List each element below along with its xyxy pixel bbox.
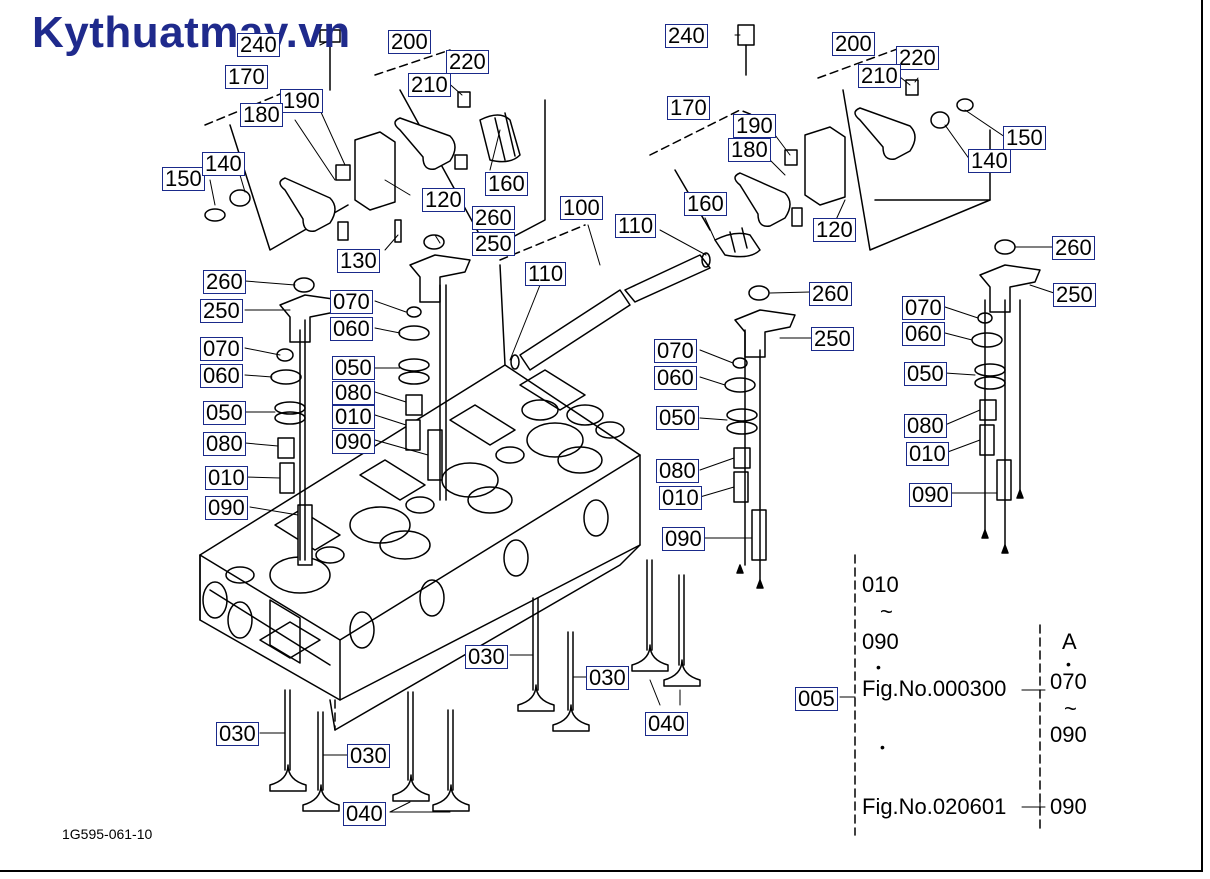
valves: [269, 559, 701, 812]
part-callout-060-mid[interactable]: 060: [654, 366, 697, 390]
arrow-marks: [736, 489, 1024, 589]
note-dot-b: •: [880, 739, 885, 755]
part-callout-200[interactable]: 200: [388, 30, 431, 54]
part-callout-050-b[interactable]: 050: [203, 401, 246, 425]
part-callout-150[interactable]: 150: [162, 167, 205, 191]
part-callout-050[interactable]: 050: [332, 356, 375, 380]
part-callout-260[interactable]: 260: [472, 206, 515, 230]
part-callout-070-right[interactable]: 070: [902, 296, 945, 320]
note-a-label: A: [1062, 629, 1077, 654]
part-callout-070-b[interactable]: 070: [200, 337, 243, 361]
part-callout-240-right[interactable]: 240: [665, 24, 708, 48]
part-callout-210-right[interactable]: 210: [858, 64, 901, 88]
part-callout-120[interactable]: 120: [422, 188, 465, 212]
note-last: 090: [1050, 794, 1087, 819]
part-callout-080[interactable]: 080: [332, 381, 375, 405]
part-callout-250-mid[interactable]: 250: [811, 327, 854, 351]
part-callout-130[interactable]: 130: [337, 249, 380, 273]
note-range-from: 010: [862, 572, 899, 597]
note-range-to: 090: [862, 629, 899, 654]
part-callout-120-right[interactable]: 120: [813, 218, 856, 242]
part-callout-050-right[interactable]: 050: [904, 362, 947, 386]
part-callout-010[interactable]: 010: [332, 405, 375, 429]
part-callout-150-right[interactable]: 150: [1003, 126, 1046, 150]
part-callout-080-mid[interactable]: 080: [656, 459, 699, 483]
rocker-arms-right: [714, 24, 974, 258]
part-callout-030-center[interactable]: 030: [465, 645, 508, 669]
part-callout-200-right[interactable]: 200: [832, 32, 875, 56]
part-callout-140-right[interactable]: 140: [968, 149, 1011, 173]
part-callout-090-right[interactable]: 090: [909, 483, 952, 507]
note-a-tilde: ~: [1064, 696, 1077, 721]
part-callout-260-right[interactable]: 260: [1052, 236, 1095, 260]
part-callout-100[interactable]: 100: [560, 196, 603, 220]
part-callout-190-right[interactable]: 190: [733, 114, 776, 138]
watermark-logo: Kythuatmay.vn: [32, 8, 351, 57]
part-callout-180-right[interactable]: 180: [728, 138, 771, 162]
drawing-code: 1G595-061-10: [62, 826, 153, 842]
part-callout-260-mid[interactable]: 260: [809, 282, 852, 306]
note-a-dot: •: [1066, 656, 1071, 672]
part-callout-040-left[interactable]: 040: [343, 802, 386, 826]
part-callout-160[interactable]: 160: [485, 172, 528, 196]
part-callout-240[interactable]: 240: [237, 33, 280, 57]
note-tilde: ~: [880, 599, 893, 624]
part-callout-140[interactable]: 140: [202, 152, 245, 176]
part-callout-210[interactable]: 210: [408, 73, 451, 97]
part-callout-030-left[interactable]: 030: [216, 722, 259, 746]
part-callout-190[interactable]: 190: [280, 89, 323, 113]
part-callout-080-right[interactable]: 080: [904, 414, 947, 438]
cylinder-head-block: [199, 364, 641, 731]
part-callout-030-center-b[interactable]: 030: [586, 666, 629, 690]
part-callout-040-center[interactable]: 040: [645, 712, 688, 736]
part-callout-260-b[interactable]: 260: [203, 270, 246, 294]
leader-lines: [209, 34, 1055, 816]
part-callout-170-right[interactable]: 170: [667, 96, 710, 120]
part-callout-010-b[interactable]: 010: [205, 466, 248, 490]
part-callout-170[interactable]: 170: [225, 65, 268, 89]
part-callout-030-left-b[interactable]: 030: [347, 744, 390, 768]
part-callout-250-b[interactable]: 250: [200, 299, 243, 323]
note-a-from: 070: [1050, 669, 1087, 694]
part-callout-110-b[interactable]: 110: [525, 262, 567, 286]
part-callout-080-b[interactable]: 080: [203, 432, 246, 456]
part-callout-180[interactable]: 180: [240, 103, 283, 127]
part-callout-220[interactable]: 220: [446, 50, 489, 74]
part-callout-060-b[interactable]: 060: [200, 364, 243, 388]
note-fig-020601: Fig.No.020601: [862, 794, 1007, 819]
part-callout-060[interactable]: 060: [330, 317, 373, 341]
part-callout-010-right[interactable]: 010: [906, 442, 949, 466]
part-callout-220-right[interactable]: 220: [896, 46, 939, 70]
rocker-shafts: [510, 252, 711, 371]
note-dot: •: [876, 659, 881, 675]
part-callout-050-mid[interactable]: 050: [656, 406, 699, 430]
part-callout-090[interactable]: 090: [332, 430, 375, 454]
part-callout-060-right[interactable]: 060: [902, 322, 945, 346]
part-callout-250-right[interactable]: 250: [1053, 283, 1096, 307]
note-a-to: 090: [1050, 722, 1087, 747]
part-callout-070[interactable]: 070: [330, 290, 373, 314]
part-callout-070-mid[interactable]: 070: [654, 339, 697, 363]
part-callout-250[interactable]: 250: [472, 232, 515, 256]
note-fig-000300: Fig.No.000300: [862, 676, 1007, 701]
part-callout-160-right[interactable]: 160: [684, 192, 727, 216]
part-callout-090-mid[interactable]: 090: [662, 527, 705, 551]
part-callout-010-mid[interactable]: 010: [659, 486, 702, 510]
rocker-arms-left: [204, 29, 521, 243]
part-callout-110[interactable]: 110: [615, 214, 657, 238]
part-callout-090-b[interactable]: 090: [205, 496, 248, 520]
part-callout-005[interactable]: 005: [795, 687, 838, 711]
valve-stem-assemblies: [270, 234, 1041, 581]
